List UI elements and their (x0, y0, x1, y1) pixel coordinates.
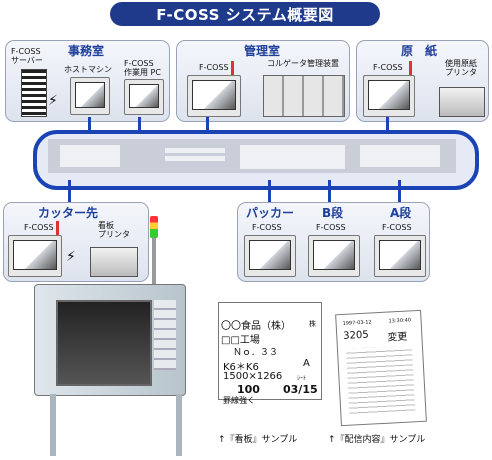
kiosk-screen-icon (56, 300, 152, 386)
cutter-printer-label: 看板 プリンタ (98, 221, 130, 239)
lightning-icon: ⚡ (48, 93, 58, 109)
kanban-date: 03/15 (283, 383, 318, 396)
management-title: 管理室 (244, 44, 281, 58)
packer-drop-line (268, 180, 271, 204)
cutter-fcoss-icon (8, 235, 62, 277)
diagram-title: F-COSS システム概要図 (110, 2, 380, 26)
network-pattern (240, 145, 345, 169)
packer-title: パッカー (246, 206, 295, 220)
kanban-mark: 株 (309, 320, 316, 328)
host-label: ホストマシン (64, 65, 112, 74)
cutter-fcoss-label: F-COSS (24, 223, 54, 232)
kanban-qty: 100 (237, 383, 260, 396)
raw-drop-line (386, 117, 389, 134)
server-icon (21, 69, 47, 117)
kiosk-keypad-icon (154, 300, 176, 370)
slip-date: 1997-03-12 (342, 319, 372, 327)
raw-fcoss-label: F-COSS (373, 63, 403, 72)
b-fcoss-label: F-COSS (316, 223, 346, 232)
signal-tower-icon (56, 221, 59, 235)
slip-status: 変更 (387, 331, 408, 344)
management-drop-line (206, 117, 209, 134)
cutter-title: カッター先 (38, 206, 99, 220)
raw-fcoss-icon (363, 75, 415, 117)
mgmt-fcoss-label: F-COSS (199, 63, 229, 72)
lightning-icon: ⚡ (66, 249, 76, 265)
raw-paper-panel: 原 紙 F-COSS 使用原紙 プリンタ (356, 40, 489, 122)
signal-tower-icon (409, 61, 412, 75)
printer-icon (439, 87, 485, 117)
network-pattern (60, 145, 120, 167)
slip-number: 3205 (343, 329, 370, 342)
kanban-note: 罫線強く (223, 396, 255, 405)
signal-tower-icon (150, 216, 158, 238)
pc-monitor-icon (124, 79, 164, 115)
raw-printer-label: 使用原紙 プリンタ (445, 59, 477, 77)
corrugator-label: コルゲータ管理装置 (267, 59, 339, 68)
b-stage-title: B段 (322, 206, 344, 220)
kanban-sample: 〇〇食品（株） 株 □□工場 Ｎｏ．３３ K6＊K6 A 1500×1266 ｼ… (218, 302, 322, 405)
slip-caption: ↑『配信内容』サンプル (328, 435, 426, 445)
office-panel: 事務室 F-COSS サーバー ホストマシン F-COSS 作業用 PC ⚡ (5, 40, 170, 122)
pc-label: F-COSS 作業用 PC (124, 59, 161, 77)
a-fcoss-label: F-COSS (382, 223, 412, 232)
mgmt-fcoss-icon (187, 75, 241, 117)
kiosk-stand (50, 394, 182, 456)
printer-icon (90, 247, 138, 277)
stacker-panel: パッカー B段 A段 F-COSS F-COSS F-COSS (237, 202, 430, 282)
office-drop-line (88, 117, 91, 134)
kanban-caption: ↑『看板』サンプル (218, 435, 298, 445)
kanban-spec: K6＊K6 (223, 362, 259, 373)
b-drop-line (328, 180, 331, 204)
server-label: F-COSS サーバー (11, 47, 43, 65)
kanban-factory: □□工場 (221, 335, 260, 346)
a-drop-line (398, 180, 401, 204)
a-fcoss-icon (374, 235, 426, 277)
office-drop-line (138, 117, 141, 134)
kanban-size: 1500×1266 (223, 371, 283, 382)
kanban-grade: A (303, 358, 310, 369)
packer-fcoss-label: F-COSS (252, 223, 282, 232)
kanban-number: Ｎｏ．３３ (233, 348, 279, 358)
raw-paper-title: 原 紙 (401, 44, 438, 58)
delivery-slip-sample: 1997-03-12 13:30:40 3205 変更 (335, 309, 427, 427)
kanban-company: 〇〇食品（株） (221, 321, 291, 332)
kanban-unit: ｼｰﾄ (297, 375, 307, 382)
network-pattern (360, 145, 440, 167)
signal-tower-icon (231, 61, 234, 75)
tower-pole (152, 238, 156, 284)
b-fcoss-icon (308, 235, 360, 277)
corrugator-unit-icon (263, 75, 345, 117)
cutter-drop-line (68, 180, 71, 204)
management-panel: 管理室 F-COSS コルゲータ管理装置 (176, 40, 350, 122)
network-pattern (165, 148, 225, 164)
office-title: 事務室 (68, 44, 105, 58)
host-monitor-icon (70, 77, 110, 115)
slip-body-lines (345, 345, 416, 417)
cutter-panel: カッター先 F-COSS 看板 プリンタ ⚡ (3, 202, 149, 282)
packer-fcoss-icon (244, 235, 296, 277)
slip-time: 13:30:40 (388, 317, 412, 325)
a-stage-title: A段 (390, 206, 412, 220)
